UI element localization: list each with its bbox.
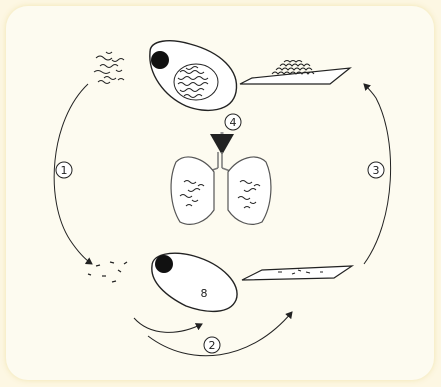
step-3-marker: 3 [368,162,384,178]
macrophage-bottom: 8 [152,253,237,311]
svg-text:3: 3 [373,164,380,177]
svg-text:2: 2 [209,339,216,352]
culture-plate-top-right [240,61,350,85]
arrow-to-macrophage [134,318,202,332]
bacteria-cluster-top-left [94,52,124,84]
lungs-icon [171,152,271,224]
infected-macrophage-top [150,41,237,111]
nucleus-icon [151,51,169,69]
svg-text:1: 1 [61,164,68,177]
step-1-marker: 1 [56,162,72,178]
cell-label: 8 [201,287,208,300]
step-2-marker: 2 [204,337,220,353]
culture-plate-bottom-right [242,266,352,280]
nucleus-icon [155,255,173,273]
step-4-marker: 4 [225,114,241,130]
bacteria-scatter-bottom-left [88,262,127,282]
arrow-step-2 [148,312,292,356]
svg-text:4: 4 [230,116,237,129]
